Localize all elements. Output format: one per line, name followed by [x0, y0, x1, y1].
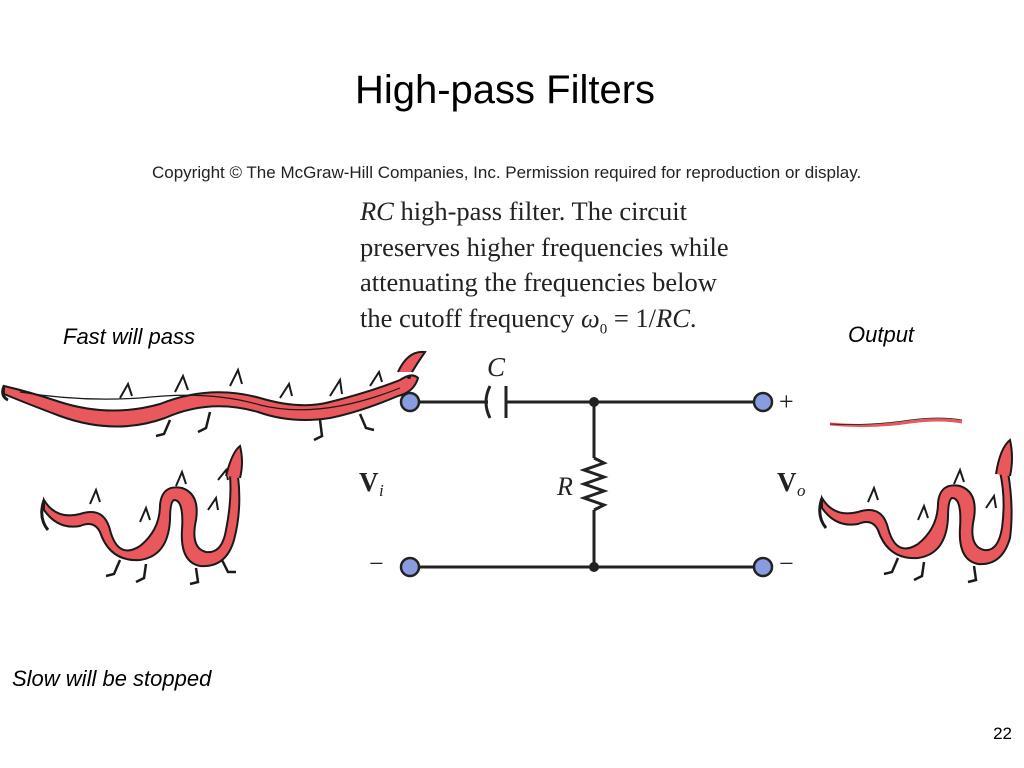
fast-label: Fast will pass — [63, 324, 196, 349]
terminal-out-bottom — [752, 556, 774, 578]
caption-line-4-end: . — [689, 302, 697, 333]
output-dragon-image — [818, 438, 1013, 584]
output-minus: − — [779, 549, 794, 578]
caption-omega-sub: 0 — [599, 320, 608, 337]
terminal-in-bottom — [399, 556, 421, 578]
capacitor-label: C — [487, 352, 506, 382]
caption-line-4: the cutoff frequency ω0 = 1/RC. — [360, 301, 830, 348]
caption-line-1: RC high-pass filter. The circuit — [360, 194, 830, 230]
caption-line-2: preserves higher frequencies while — [360, 231, 729, 262]
terminal-in-top — [399, 391, 421, 413]
junction-bottom — [589, 562, 599, 572]
fast-dragon-image — [1, 350, 427, 442]
resistor-zigzag — [579, 456, 609, 512]
output-label: Output — [848, 322, 915, 347]
vout-subscript: o — [797, 481, 806, 500]
figure-caption: RC high-pass filter. The circuit preserv… — [360, 194, 830, 347]
vin-subscript: i — [379, 481, 384, 500]
caption-line-3: attenuating the frequencies below — [360, 267, 717, 297]
capacitor-plate-curved — [484, 385, 492, 419]
slow-label: Slow will be stopped — [12, 666, 212, 691]
junction-top — [589, 397, 599, 407]
output-plus: + — [779, 387, 794, 416]
caption-line-4-eq: = 1/ — [607, 302, 657, 333]
input-minus: − — [369, 549, 384, 578]
caption-rc: RC — [360, 196, 394, 226]
resistor-label: R — [556, 472, 573, 501]
terminal-out-top — [752, 391, 774, 413]
slow-dragon-image — [40, 444, 243, 586]
vout-label: V — [777, 467, 797, 497]
page-number: 22 — [993, 724, 1012, 743]
caption-line-1-text: high-pass filter. The circuit — [393, 196, 688, 226]
caption-line-4-rc: RC — [656, 302, 690, 333]
copyright-notice: Copyright © The McGraw-Hill Companies, I… — [152, 163, 862, 182]
caption-line-4-prefix: the cutoff frequency — [360, 302, 581, 333]
caption-omega: ω — [580, 302, 600, 333]
vin-label: V — [359, 467, 379, 497]
slide-title: High-pass Filters — [354, 68, 656, 112]
flattened-dragon-image — [829, 418, 963, 428]
